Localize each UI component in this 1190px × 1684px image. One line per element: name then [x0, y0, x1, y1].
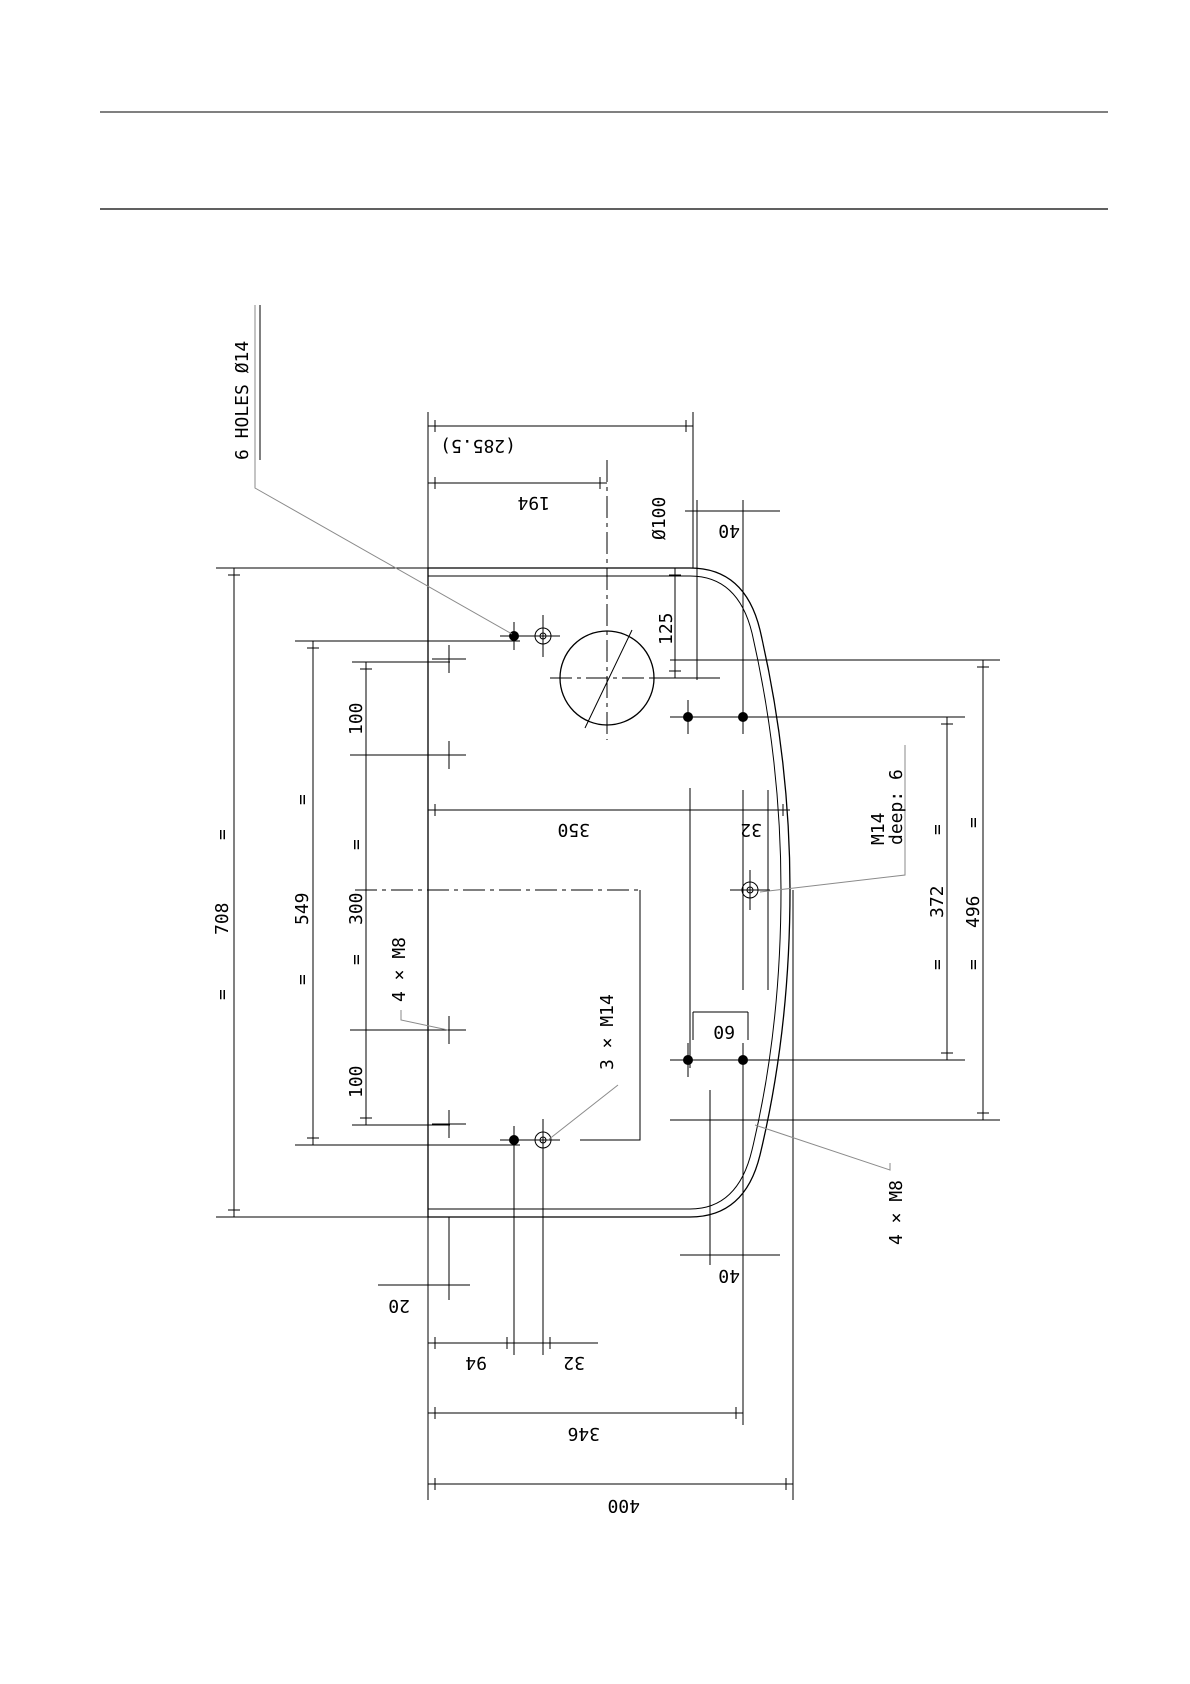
- label-m14-three: 3 × M14: [597, 994, 618, 1070]
- label-dim-496: 496: [963, 895, 984, 928]
- label-dim-32-bottom: 32: [563, 1352, 585, 1373]
- label-dim-100-bottom: 100: [346, 1065, 367, 1098]
- label-eq-372-a: =: [927, 824, 948, 835]
- dim-94-32: [428, 1140, 598, 1500]
- label-holes-14: 6 HOLES Ø14: [232, 341, 253, 460]
- label-dim-40-bottom: 40: [718, 1265, 740, 1286]
- label-m8-left: 4 × M8: [389, 937, 410, 1002]
- bore-circle-100: [550, 460, 665, 740]
- tapped-m14-right: [730, 870, 770, 910]
- dim-549: [295, 641, 520, 1145]
- m14-leader: [548, 1085, 618, 1140]
- label-dim-20: 20: [388, 1295, 410, 1316]
- label-dim-94: 94: [465, 1352, 487, 1373]
- dim-708: [216, 568, 428, 1217]
- dimension-texts: 6 HOLES Ø14 (285.5) 194 Ø100 40 125 708 …: [212, 341, 984, 1516]
- m8-thread-4: [432, 1110, 466, 1138]
- label-dim-285: (285.5): [440, 435, 516, 456]
- label-dim-100-top: 100: [346, 702, 367, 735]
- label-dim-372: 372: [927, 885, 948, 918]
- label-dim-549: 549: [292, 892, 313, 925]
- label-m8-right: 4 × M8: [886, 1180, 907, 1245]
- label-dim-346: 346: [567, 1423, 600, 1444]
- dim-372: [700, 717, 965, 1060]
- label-dim-708: 708: [212, 902, 233, 935]
- dim-400: [428, 890, 793, 1500]
- hole-markers: [432, 615, 770, 1161]
- label-dim-350: 350: [557, 819, 590, 840]
- label-dia-100: Ø100: [649, 497, 670, 540]
- label-eq-372-b: =: [927, 959, 948, 970]
- holes-14-leader: [255, 305, 512, 634]
- dim-194: [428, 477, 607, 489]
- label-dim-300: 300: [346, 892, 367, 925]
- m8-left-leader: [401, 1010, 448, 1030]
- m8-thread-1: [432, 645, 466, 673]
- dim-40-bottom: [680, 1090, 780, 1265]
- dim-496: [670, 660, 1000, 1120]
- hole-14-top-left: [500, 622, 528, 650]
- label-dim-194: 194: [517, 492, 550, 513]
- label-eq-496-a: =: [963, 817, 984, 828]
- label-eq-708-a: =: [212, 829, 233, 840]
- tapped-m14-top: [525, 615, 560, 657]
- label-m14-deep-b: deep: 6: [886, 769, 907, 845]
- label-dim-60: 60: [713, 1021, 735, 1042]
- label-eq-300-b: =: [346, 954, 367, 965]
- label-dim-125: 125: [656, 612, 677, 645]
- label-dim-32-top: 32: [740, 819, 762, 840]
- label-eq-549-a: =: [292, 794, 313, 805]
- label-eq-549-b: =: [292, 974, 313, 985]
- label-eq-708-b: =: [212, 989, 233, 1000]
- dim-20: [378, 1217, 470, 1300]
- label-eq-496-b: =: [963, 959, 984, 970]
- label-dim-40-top: 40: [718, 520, 740, 541]
- label-dim-400: 400: [607, 1495, 640, 1516]
- label-eq-300-a: =: [346, 839, 367, 850]
- m8-right-leader: [755, 1125, 890, 1170]
